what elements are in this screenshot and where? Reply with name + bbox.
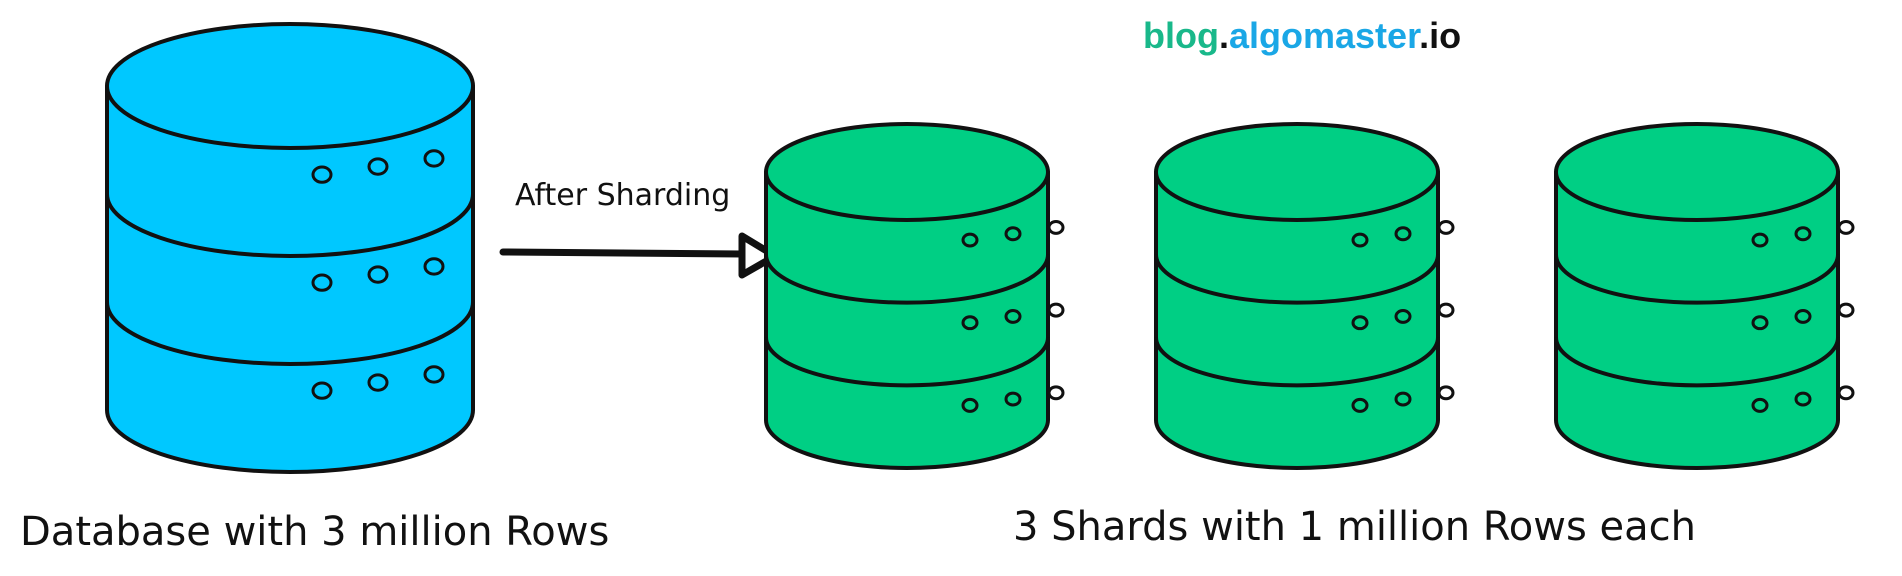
arrow-label: After Sharding [515,178,730,213]
server-indicator-dot [1751,315,1769,331]
shard-cylinder-3 [1554,122,1855,470]
cylinder-top [105,22,475,150]
server-indicator-dot [1351,315,1369,331]
server-indicator-dot [1047,220,1065,235]
layer-divider [1554,337,1840,388]
brand-dot: . [1219,15,1229,56]
server-indicator-dot [367,265,389,284]
server-indicator-dot [1437,302,1455,318]
server-indicator-dot [1394,391,1412,407]
server-indicator-dot [367,157,389,176]
layer-divider [764,254,1050,305]
server-indicator-dot [1437,220,1455,235]
server-indicator-dot [1351,232,1369,248]
layer-divider [764,337,1050,388]
server-indicator-dot [1394,308,1412,324]
server-indicator-dot [423,365,445,384]
layer-divider [105,193,475,258]
server-indicator-dot [423,257,445,276]
source-database-cylinder [105,22,475,474]
shard-cylinder-2 [1154,122,1455,470]
shards-caption: 3 Shards with 1 million Rows each [1013,504,1696,550]
layer-divider [1554,254,1840,305]
shard-cylinder-1 [764,122,1065,470]
server-indicator-dot [311,165,333,184]
brand-logo: blog.algomaster.io [1143,15,1461,56]
server-indicator-dot [1047,385,1065,401]
server-indicator-dot [961,397,979,413]
server-indicator-dot [1837,385,1855,401]
arrow-shaft [499,248,746,258]
arrow-head [738,232,779,279]
server-indicator-dot [1751,397,1769,413]
server-indicator-dot [311,381,333,400]
server-indicator-dot [1794,308,1812,324]
source-database-caption: Database with 3 million Rows [20,509,609,555]
cylinder-body [764,170,1050,470]
server-indicator-dot [1751,232,1769,248]
server-indicator-dot [1837,302,1855,318]
cylinder-body [1554,170,1840,470]
server-indicator-dot [1047,302,1065,318]
layer-divider [1154,337,1440,388]
server-indicator-dot [961,232,979,248]
server-indicator-dot [367,373,389,392]
server-indicator-dot [961,315,979,331]
layer-divider [105,301,475,366]
server-indicator-dot [1004,226,1022,242]
brand-part-algomaster: algomaster [1229,15,1421,56]
brand-part-blog: blog [1143,15,1219,56]
server-indicator-dot [1004,391,1022,407]
server-indicator-dot [1351,397,1369,413]
server-indicator-dot [1394,226,1412,242]
brand-part-io: io [1429,15,1461,56]
layer-divider [1154,254,1440,305]
cylinder-top [1154,122,1440,222]
cylinder-body [1154,170,1440,470]
server-indicator-dot [1437,385,1455,401]
cylinder-top [764,122,1050,222]
cylinder-top [1554,122,1840,222]
server-indicator-dot [1794,391,1812,407]
server-indicator-dot [423,149,445,168]
brand-dot: . [1419,15,1429,56]
server-indicator-dot [1004,308,1022,324]
server-indicator-dot [311,273,333,292]
server-indicator-dot [1837,220,1855,235]
server-indicator-dot [1794,226,1812,242]
sharding-arrow [499,232,779,279]
